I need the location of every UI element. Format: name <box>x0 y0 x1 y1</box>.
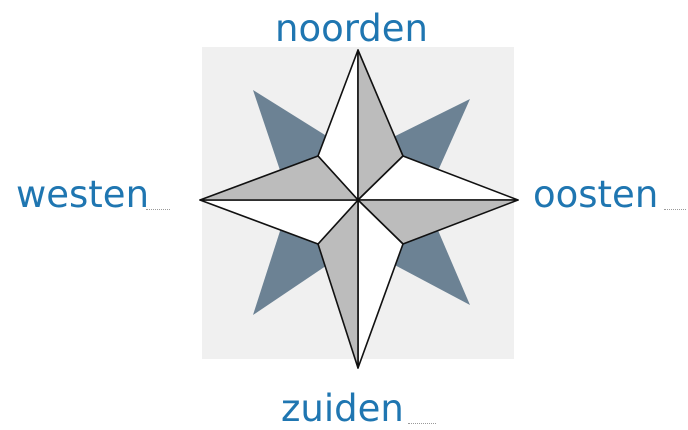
label-south: zuiden <box>281 390 404 427</box>
dotted-line-west <box>146 209 170 210</box>
label-north: noorden <box>275 10 428 47</box>
dotted-line-south <box>408 423 436 424</box>
label-east: oosten <box>533 176 658 213</box>
label-west: westen <box>16 176 149 213</box>
dotted-line-east <box>664 209 686 210</box>
